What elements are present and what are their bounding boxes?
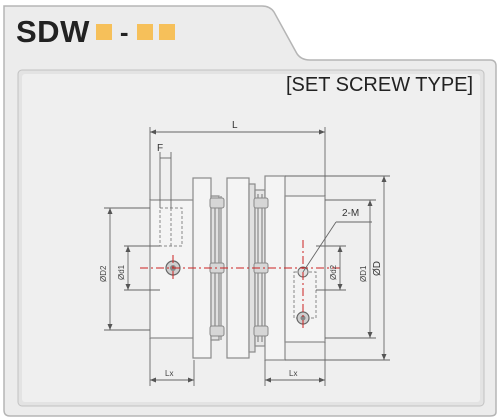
code-square-3	[159, 24, 175, 40]
code-square-1	[95, 24, 112, 40]
code-separator: -	[119, 16, 129, 47]
code-square-2	[137, 24, 153, 40]
model-name: SDW	[16, 14, 90, 49]
dim-Lx-left: Lx	[165, 369, 173, 378]
dim-Lx-right: Lx	[289, 369, 297, 378]
dim-D1-right: ØD1	[359, 265, 368, 282]
dim-d1-left: Ød1	[117, 264, 126, 280]
dim-L: L	[232, 120, 238, 131]
type-subtitle: [SET SCREW TYPE]	[286, 74, 474, 96]
dim-D2-left: ØD2	[99, 265, 108, 282]
dim-d2-right: Ød2	[329, 264, 338, 280]
model-title: SDW -	[16, 14, 175, 50]
dim-2-M: 2-M	[342, 208, 359, 219]
dim-F: F	[157, 143, 163, 154]
dim-D-outer: ØD	[372, 261, 383, 276]
